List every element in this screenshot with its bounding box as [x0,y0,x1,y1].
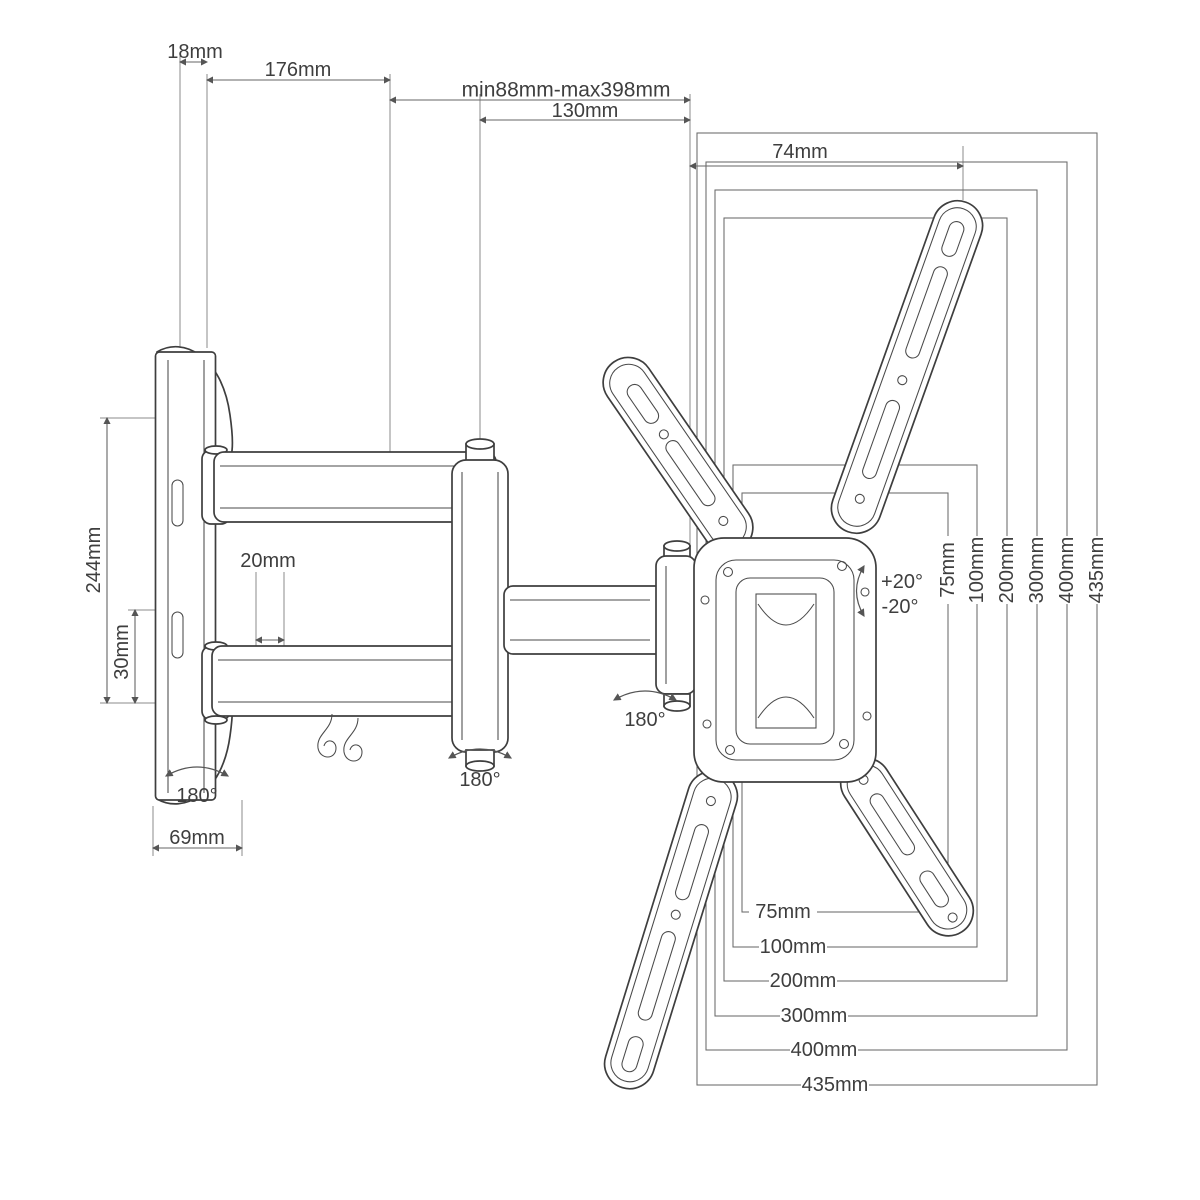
elbow-body [655,555,697,695]
vesa-right-label-400: 400mm [1056,537,1078,604]
wall-bracket [154,345,234,805]
swivel-arc-wall [164,766,230,777]
cable-hook-right [343,717,363,762]
vesa-arm-upper-left [602,356,754,554]
dim-label-244mm: 244mm [83,527,105,594]
vesa-bottom-label-75: 75mm [755,901,811,923]
swivel-arc-elbow [447,748,513,759]
vesa-right-label-300: 300mm [1026,537,1048,604]
dimension-lines [103,58,965,852]
dim-label-130mm: 130mm [552,100,619,122]
vesa-right-label-75: 75mm [937,542,959,598]
vesa-right-labels: 75mm 100mm 200mm 300mm 400mm 435mm [937,536,1108,604]
vesa-arm-upper-right [830,199,984,535]
vesa-bottom-labels: 75mm 100mm 200mm 300mm 400mm 435mm [749,901,869,1096]
vesa-right-label-435: 435mm [1086,537,1108,604]
top-dimension-labels: 18mm 176mm min88mm-max398mm 130mm 74mm [167,41,828,163]
vesa-right-label-200: 200mm [996,537,1018,604]
tilt-label-up: +20° [881,571,923,593]
plate-center-opening [755,593,817,729]
rotation-annotations: 180° 180° 180° +20° -20° [164,564,923,807]
tilt-label-down: -20° [882,596,919,618]
swivel-label-elbow: 180° [459,769,500,791]
swivel-label-plate: 180° [624,709,665,731]
vesa-bottom-label-100: 100mm [760,936,827,958]
dimension-extension-lines [100,56,964,856]
tilt-arc [855,564,865,618]
elbow-joint [655,540,697,712]
plate-outline [693,537,877,783]
vesa-bottom-label-200: 200mm [770,970,837,992]
swivel-label-wall: 180° [176,785,217,807]
vesa-bottom-label-400: 400mm [791,1039,858,1061]
vesa-arm-lower-left [603,770,739,1090]
dim-label-74mm: 74mm [772,141,828,163]
vesa-bottom-label-300: 300mm [781,1005,848,1027]
dim-label-20mm: 20mm [240,550,296,572]
vesa-bottom-label-435: 435mm [802,1074,869,1096]
dim-label-69mm: 69mm [169,827,225,849]
middle-link-body [451,459,509,753]
wall-mount-slot-upper [171,479,184,527]
cable-hook-left [317,713,337,758]
dim-label-30mm: 30mm [111,624,133,680]
dim-label-176mm: 176mm [265,59,332,81]
wall-mount-slot-lower [171,611,184,659]
upper-arm [213,451,497,523]
middle-link [451,438,509,772]
forearm [503,585,665,655]
wall-plate-body [154,351,217,801]
dim-label-min-max: min88mm-max398mm [462,79,671,102]
vesa-right-label-100: 100mm [966,537,988,604]
dim-label-18mm: 18mm [167,41,223,63]
left-dimension-labels: 244mm 30mm 20mm 69mm [83,527,296,849]
cable-hooks [317,713,363,762]
swivel-arc-plate [612,690,678,701]
vesa-center-plate [693,537,877,783]
